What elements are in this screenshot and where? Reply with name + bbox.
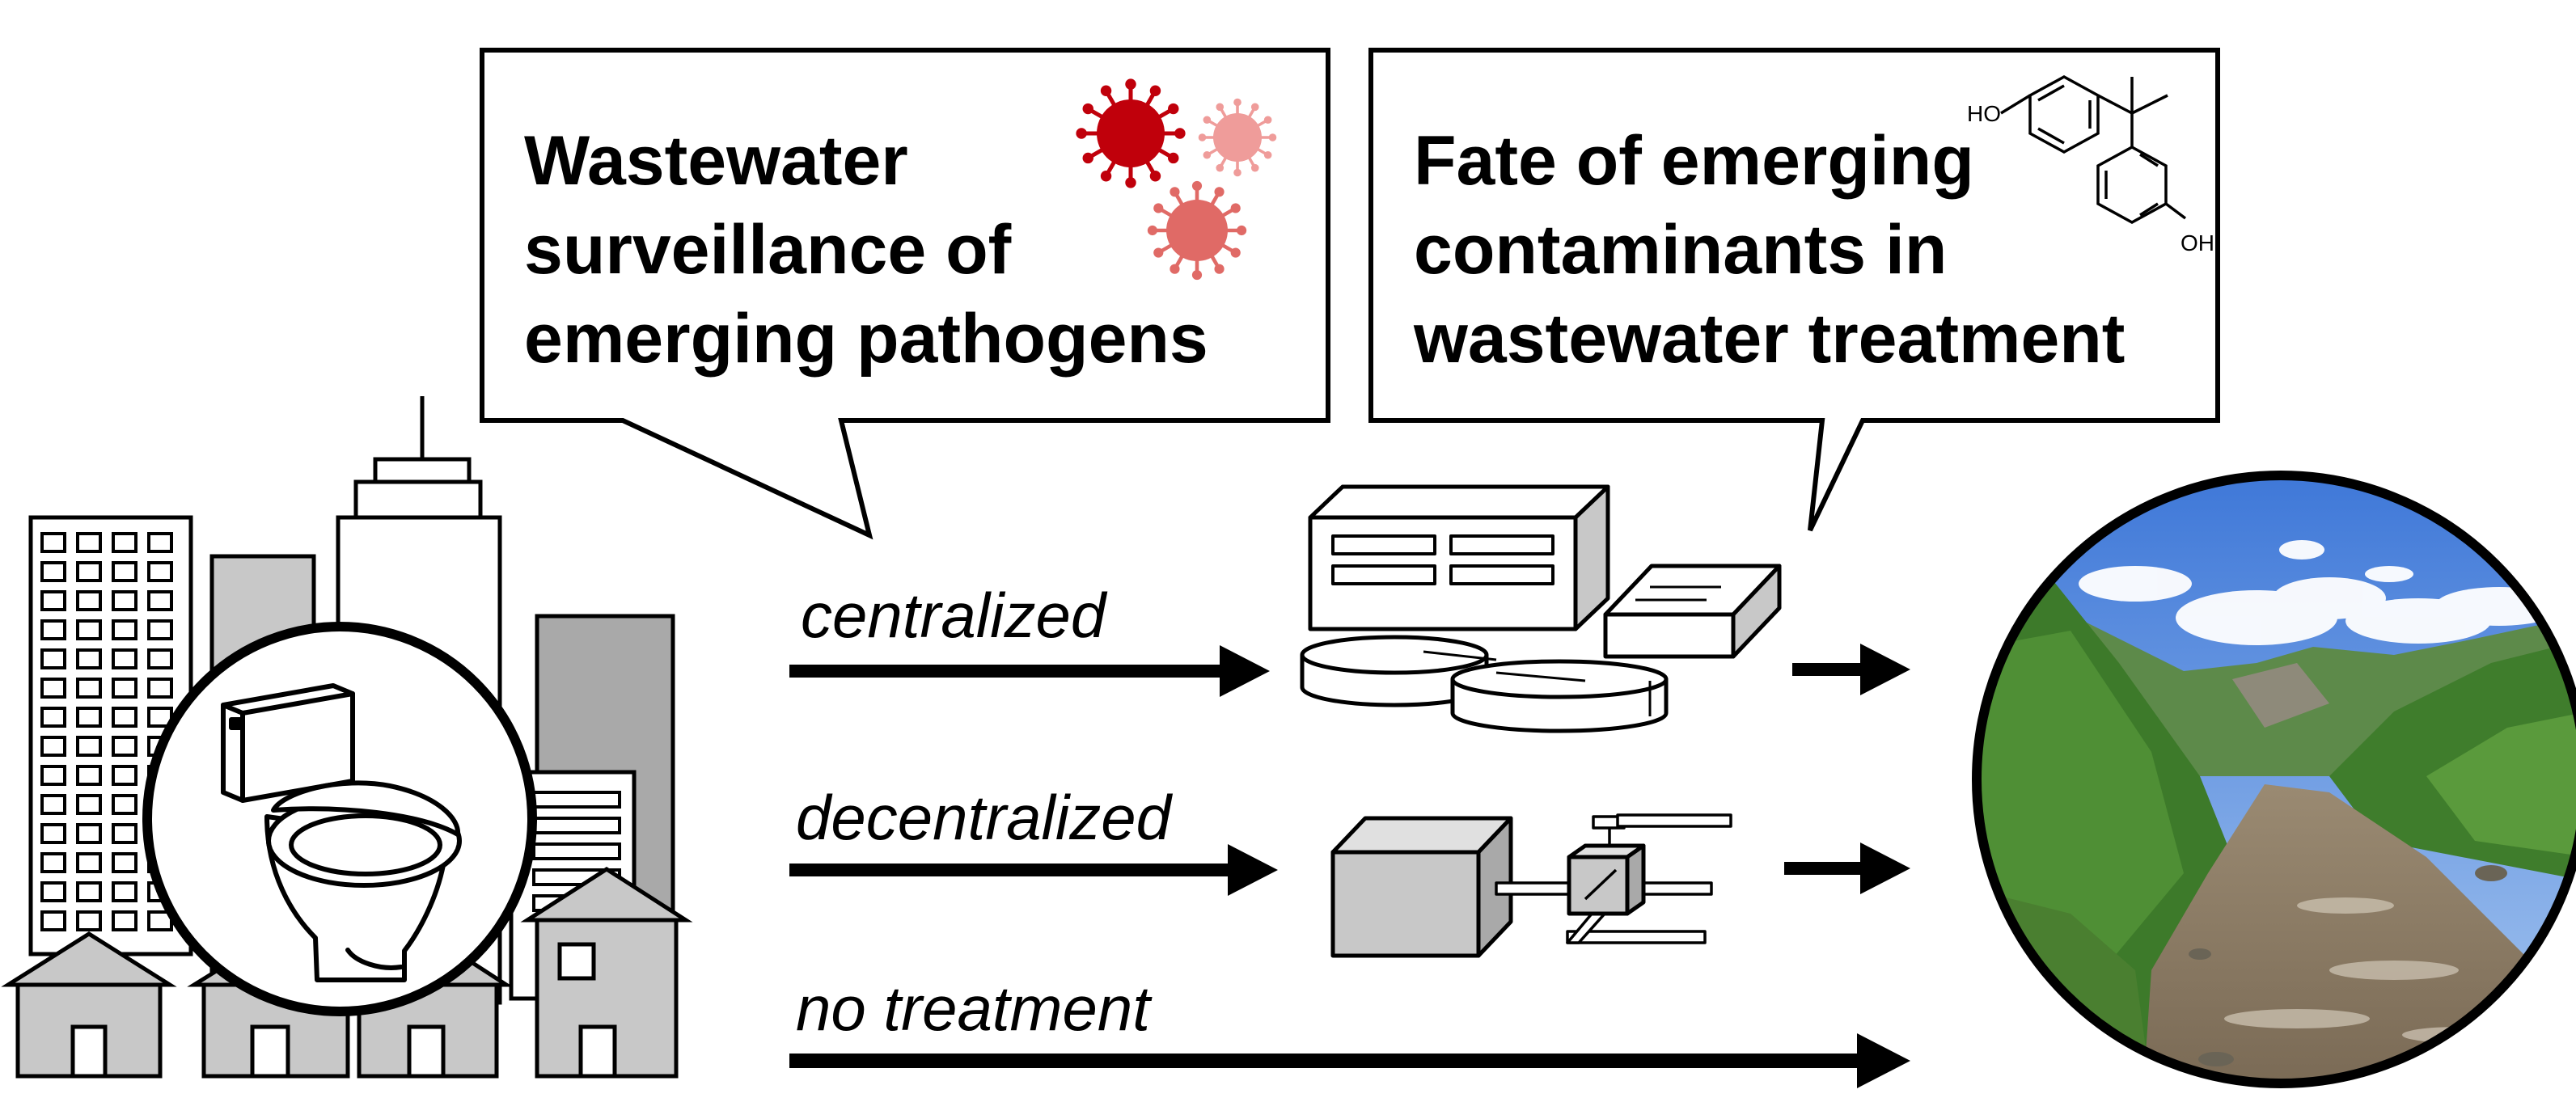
tower-window bbox=[76, 910, 102, 931]
tower-window bbox=[76, 794, 102, 815]
molecule-label-ho: HO bbox=[1967, 101, 2001, 126]
label-centralized: centralized bbox=[801, 580, 1108, 651]
virus-icon bbox=[1198, 98, 1277, 177]
svg-text:Fate of emerging contami: Fate of emerging contaminants in wastewa… bbox=[1413, 122, 2125, 378]
tower-window bbox=[147, 678, 173, 699]
house-right bbox=[520, 867, 693, 1079]
tower-window bbox=[76, 881, 102, 902]
virus-icon bbox=[1147, 180, 1247, 281]
callout-pathogens-line3: emerging pathogens bbox=[524, 300, 1208, 378]
tower-window bbox=[147, 619, 173, 640]
house-left bbox=[1, 931, 177, 1079]
callout-contaminants-line2: contaminants in bbox=[1414, 211, 1947, 289]
tower-window bbox=[112, 707, 137, 728]
tower-window bbox=[40, 532, 66, 553]
tower-window bbox=[76, 590, 102, 611]
label-decentralized: decentralized bbox=[796, 782, 1174, 853]
tower-window bbox=[112, 794, 137, 815]
decentralized-treatment-unit bbox=[1330, 813, 1732, 958]
callout-contaminants-line1: Fate of emerging bbox=[1414, 122, 1974, 200]
tower-window bbox=[76, 678, 102, 699]
tower-window bbox=[112, 910, 137, 931]
centralized-treatment-plant bbox=[1300, 484, 1782, 733]
arrow-centralized-out bbox=[1792, 644, 1910, 695]
tower-window bbox=[147, 590, 173, 611]
tower-window bbox=[76, 648, 102, 669]
callout-pathogens-line1: Wastewater bbox=[524, 122, 908, 200]
tower-window bbox=[40, 590, 66, 611]
tower-window bbox=[112, 678, 137, 699]
toilet-circle bbox=[142, 622, 537, 1016]
callout-contaminants-line3: wastewater treatment bbox=[1413, 300, 2125, 378]
tower-window bbox=[112, 590, 137, 611]
arrow-no-treatment bbox=[789, 1033, 1910, 1088]
tower-window bbox=[147, 648, 173, 669]
skyscraper-top-tier bbox=[373, 457, 472, 484]
tower-window bbox=[112, 648, 137, 669]
tower-window bbox=[76, 532, 102, 553]
svg-text:Wastewater surveillance: Wastewater surveillance of emerging path… bbox=[524, 122, 1208, 378]
tower-window bbox=[40, 619, 66, 640]
tower-window bbox=[40, 561, 66, 582]
tower-window bbox=[40, 910, 66, 931]
callout-pathogens-line2: surveillance of bbox=[524, 211, 1012, 289]
tower-window bbox=[40, 707, 66, 728]
molecule-icon bbox=[2000, 75, 2187, 224]
callout-pathogens: Wastewater surveillance of emerging path… bbox=[480, 48, 1330, 540]
tower-window bbox=[112, 736, 137, 757]
tower-window bbox=[112, 619, 137, 640]
arrow-centralized bbox=[789, 645, 1270, 697]
tower-window bbox=[76, 823, 102, 844]
tower-window bbox=[112, 561, 137, 582]
toilet-icon bbox=[221, 683, 462, 982]
tower-window bbox=[40, 881, 66, 902]
tower-window bbox=[112, 765, 137, 786]
tower-window bbox=[76, 736, 102, 757]
tower-window bbox=[112, 823, 137, 844]
tower-window bbox=[76, 707, 102, 728]
tower-window bbox=[147, 532, 173, 553]
virus-icons bbox=[1076, 78, 1277, 281]
tower-window bbox=[40, 794, 66, 815]
tower-window bbox=[40, 678, 66, 699]
skyscraper-mid-tier bbox=[353, 479, 483, 520]
river-photo-frame bbox=[1972, 471, 2576, 1088]
tower-window bbox=[40, 823, 66, 844]
tower-window bbox=[147, 561, 173, 582]
tower-window bbox=[112, 852, 137, 873]
tower-window bbox=[76, 619, 102, 640]
molecule-label-oh: OH bbox=[2181, 230, 2214, 255]
arrow-decentralized bbox=[789, 844, 1278, 896]
tower-window bbox=[40, 736, 66, 757]
tower-window bbox=[76, 561, 102, 582]
arrow-decentralized-out bbox=[1784, 842, 1910, 894]
tower-window bbox=[112, 881, 137, 902]
tower-window bbox=[40, 765, 66, 786]
label-no-treatment: no treatment bbox=[796, 973, 1153, 1044]
city-illustration bbox=[1, 396, 693, 1079]
tower-window bbox=[40, 852, 66, 873]
flow-arrows bbox=[789, 644, 1910, 1088]
callout-contaminants: Fate of emerging contaminants in wastewa… bbox=[1368, 48, 2220, 532]
tower-window bbox=[76, 765, 102, 786]
tower-window bbox=[40, 648, 66, 669]
virus-icon bbox=[1076, 78, 1186, 188]
tower-window bbox=[112, 532, 137, 553]
tower-window bbox=[76, 852, 102, 873]
